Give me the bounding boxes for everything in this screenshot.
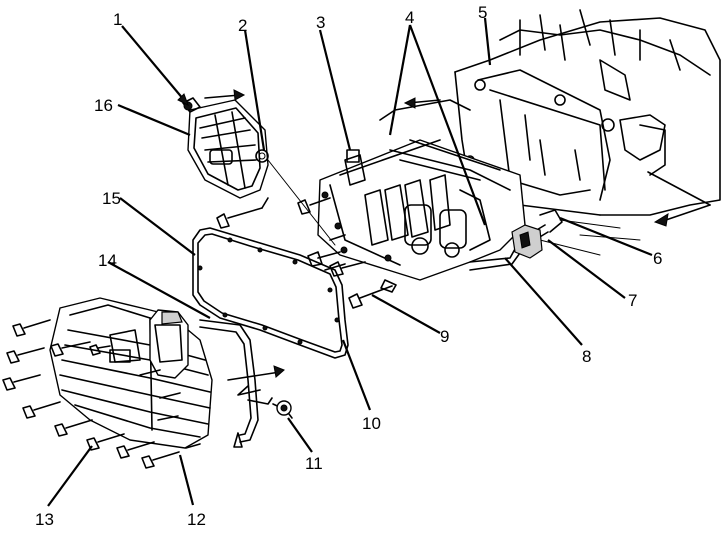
oil-pan-icon — [2, 297, 213, 469]
callout-14: 14 — [98, 251, 117, 270]
callout-11: 11 — [305, 454, 323, 473]
callout-8: 8 — [582, 347, 591, 366]
callout-2: 2 — [238, 16, 247, 35]
callout-4: 4 — [405, 8, 414, 27]
callout-9: 9 — [440, 327, 449, 346]
callout-10: 10 — [362, 414, 381, 433]
pan-gasket-icon — [192, 227, 349, 359]
breather-tube-icon — [199, 319, 293, 448]
callout-13: 13 — [35, 510, 54, 529]
oil-filter-screen-icon — [182, 89, 336, 246]
callout-1: 1 — [113, 10, 122, 29]
leader-lines — [47, 17, 653, 507]
callout-6: 6 — [653, 249, 662, 268]
callout-15: 15 — [102, 189, 121, 208]
callout-5: 5 — [478, 3, 487, 22]
callout-12: 12 — [187, 510, 206, 529]
callout-7: 7 — [628, 291, 637, 310]
valve-body-icon — [297, 97, 563, 309]
callout-3: 3 — [316, 13, 325, 32]
transmission-case-icon — [454, 9, 721, 256]
callout-16: 16 — [94, 96, 113, 115]
callout-numbers: 1 2 3 4 5 6 7 8 9 10 11 12 13 14 15 16 — [35, 3, 662, 529]
